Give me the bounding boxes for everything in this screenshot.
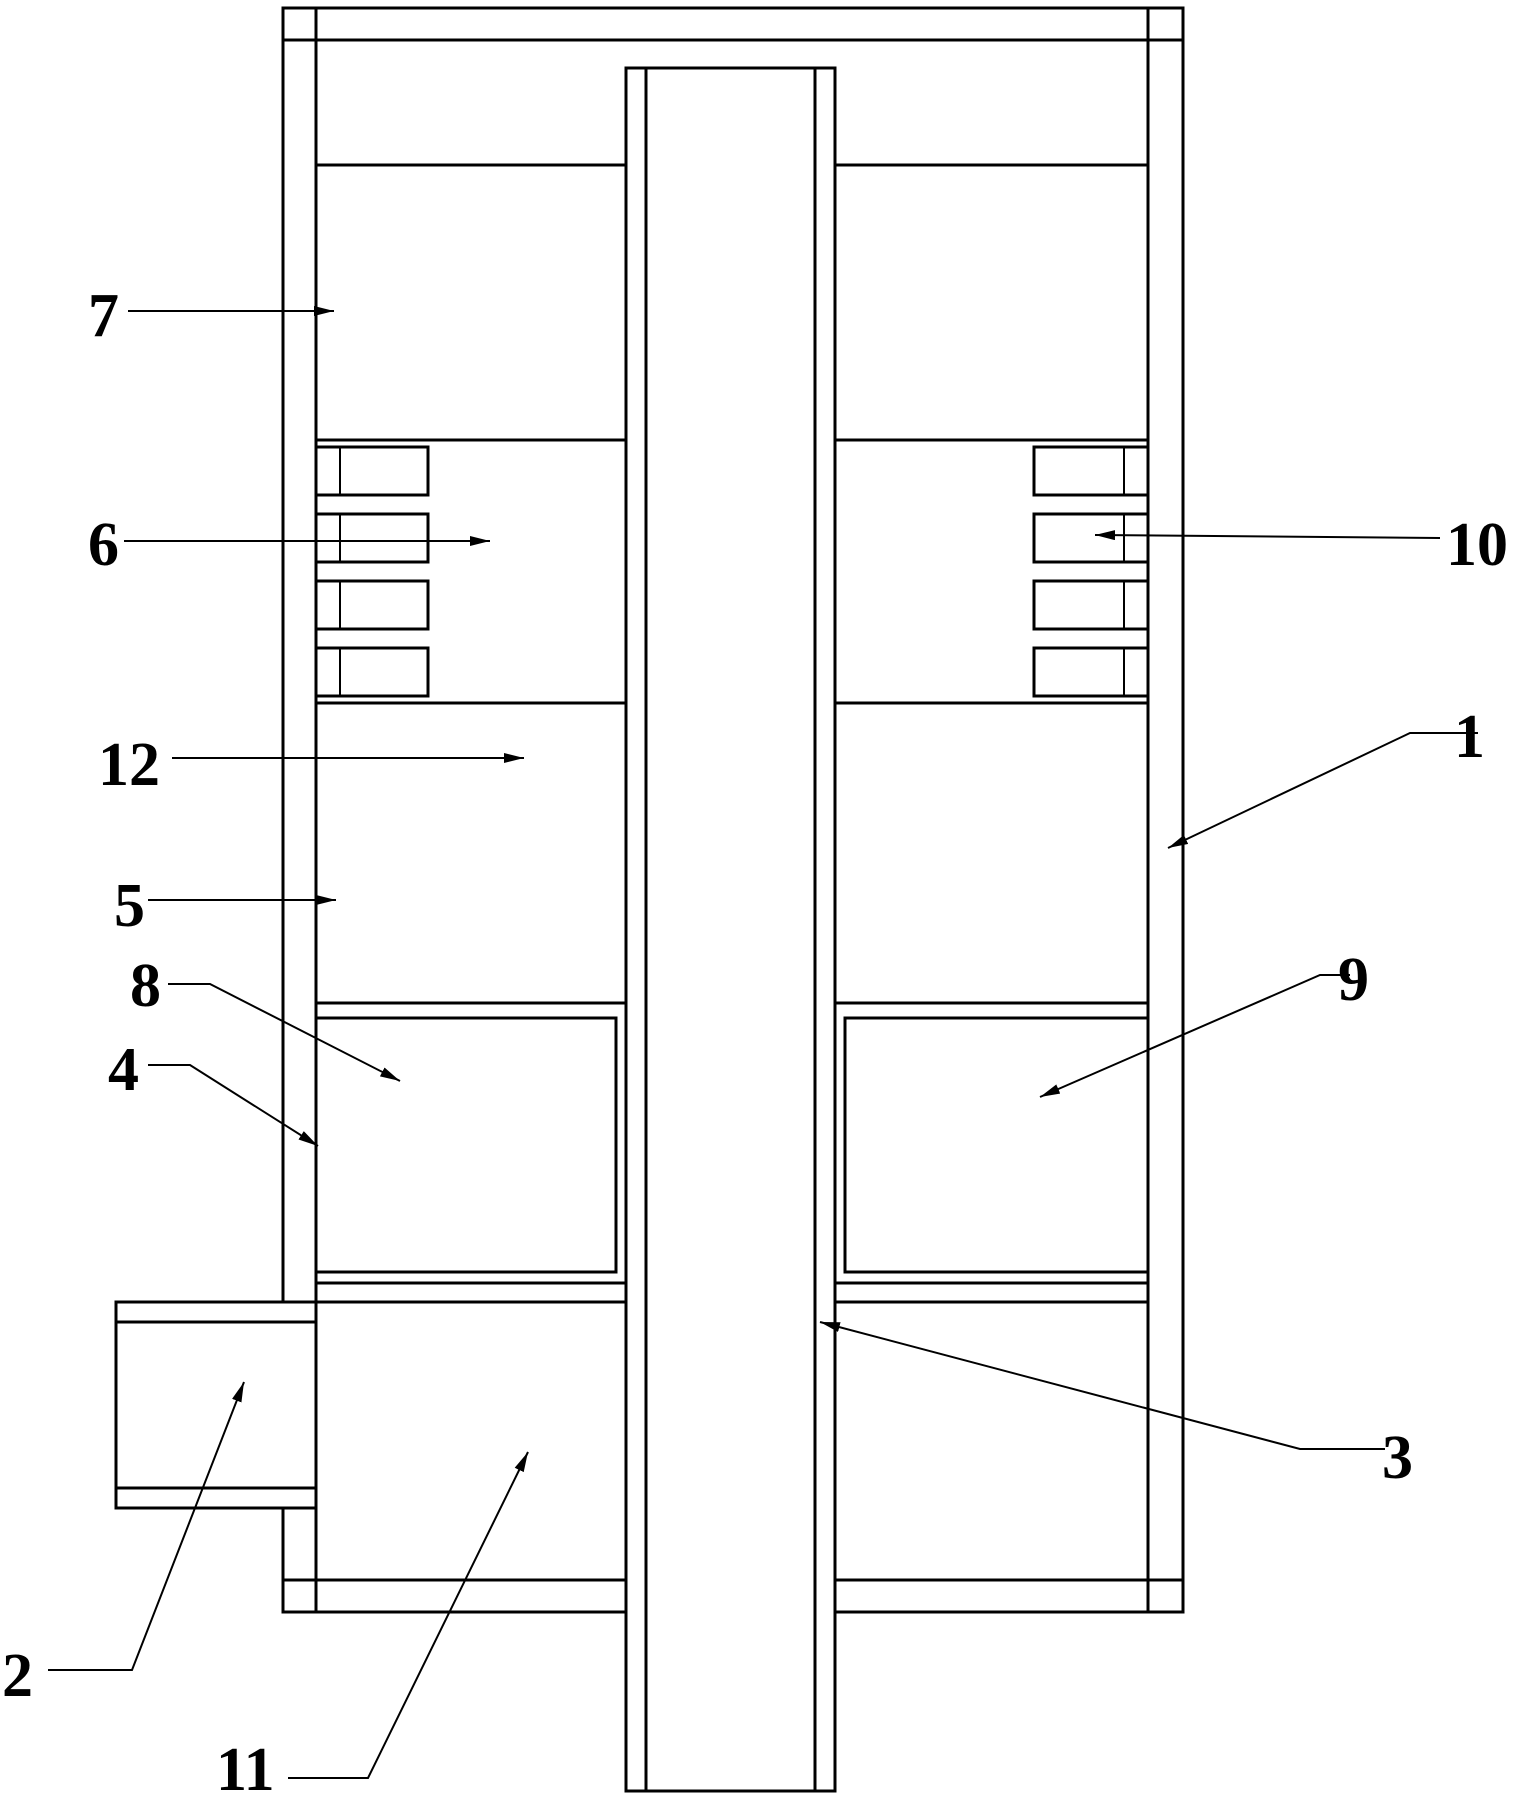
- callout-9: 9: [1338, 946, 1369, 1014]
- leader-9: [1039, 974, 1350, 1098]
- leader-4: [148, 1064, 319, 1147]
- callout-10: 10: [1446, 511, 1508, 579]
- callout-labels: 7 6 10 12 1 5 8 9 4 3 2 11: [2, 282, 1508, 1797]
- callout-8: 8: [130, 952, 161, 1020]
- callout-6: 6: [88, 511, 119, 579]
- leader-3: [819, 1321, 1385, 1450]
- callout-4: 4: [108, 1036, 139, 1104]
- callout-1: 1: [1454, 703, 1485, 771]
- outer-housing: [281, 6, 1185, 1614]
- inlet-pipe: [114, 1300, 318, 1510]
- callout-3: 3: [1382, 1424, 1413, 1492]
- callout-5: 5: [114, 872, 145, 940]
- callout-7: 7: [88, 282, 119, 350]
- callout-2: 2: [2, 1642, 33, 1710]
- mesh-filter-layer: [314, 163, 1150, 442]
- leader-11: [288, 1451, 529, 1779]
- lined-filter-layer: [314, 1001, 1150, 1285]
- leader-lines: [48, 306, 1478, 1779]
- central-pipe: [624, 66, 837, 1793]
- leader-2: [48, 1381, 245, 1671]
- dashed-filter-layer: [314, 701, 1150, 1005]
- baffle-blocks: [314, 445, 1150, 698]
- leader-8: [168, 983, 401, 1082]
- callout-12: 12: [98, 731, 160, 799]
- leader-1: [1167, 732, 1478, 849]
- leader-10: [1094, 530, 1441, 541]
- callout-11: 11: [216, 1736, 275, 1797]
